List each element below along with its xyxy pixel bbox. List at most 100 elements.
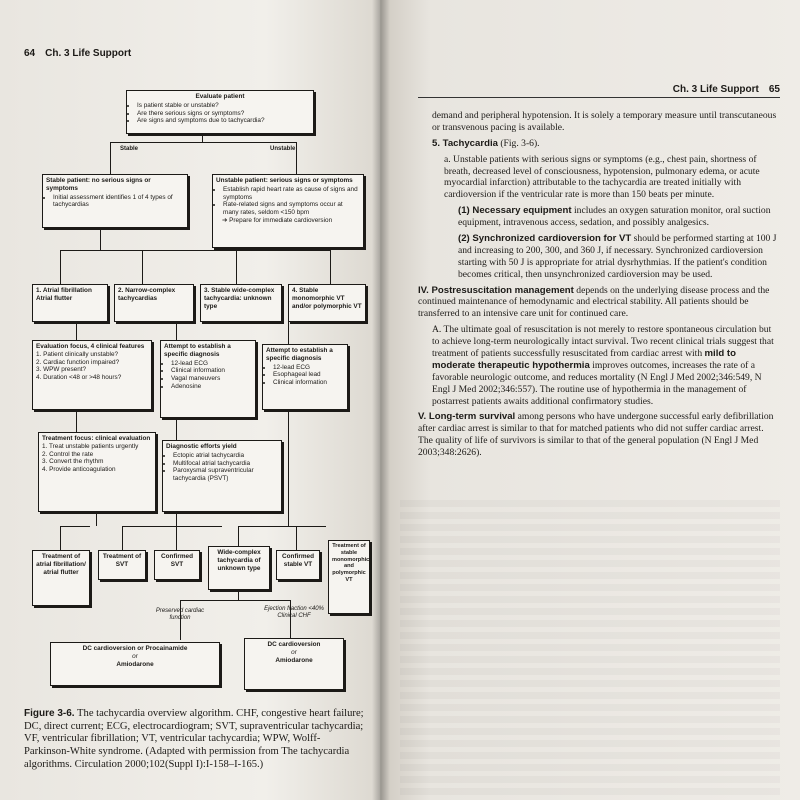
connector (238, 588, 240, 600)
evaluate-patient-box: Evaluate patient Is patient stable or un… (126, 90, 314, 134)
evaluate-list: Is patient stable or unstable? Are there… (130, 102, 310, 125)
treatment-stable-vt-box: Treatment of stable monomorphic and poly… (328, 540, 370, 614)
figure-caption-text: The tachycardia overview algorithm. CHF,… (24, 708, 364, 770)
unstable-item: Establish rapid heart rate as cause of s… (223, 186, 360, 202)
treat-focus-item: 2. Control the rate (42, 450, 94, 458)
final-left-line2: Amiodarone (116, 660, 154, 668)
stable-patient-box: Stable patient: no serious signs or symp… (42, 174, 188, 228)
evaluation-focus-box: Evaluation focus, 4 clinical features 1.… (32, 340, 152, 410)
connector (176, 322, 178, 340)
connector (76, 408, 78, 432)
para-iv: IV. Postresuscitation management depends… (418, 284, 770, 320)
type-stable-vt-box: 4. Stable monomorphic VT and/or polymorp… (288, 284, 366, 322)
stable-label: Stable (120, 146, 139, 152)
stable-list: Initial assessment identifies 1 of 4 typ… (46, 194, 184, 210)
para-v: V. Long-term survival among persons who … (418, 411, 774, 459)
connector (288, 408, 290, 526)
final-option-left-box: DC cardioversion or Procainamide or Amio… (50, 642, 220, 686)
connector (238, 526, 326, 528)
left-running-head: 64 Ch. 3 Life Support (24, 48, 368, 59)
final-left-line1: DC cardioversion or Procainamide (82, 645, 188, 652)
figure-label: Figure 3-6. (24, 708, 75, 719)
evaluate-item: Are signs and symptoms due to tachycardi… (137, 117, 310, 125)
attempt2-item: Esophageal lead (273, 371, 344, 379)
final-right-line1: DC cardioversion (267, 641, 321, 648)
connector (110, 142, 112, 174)
para-iv-a: A. The ultimate goal of resuscitation is… (432, 324, 774, 407)
book-gutter (372, 0, 390, 800)
diagnostic-yield-box: Diagnostic efforts yield Ectopic atrial … (162, 440, 282, 512)
unstable-arrow-item: ➔ Prepare for immediate cardioversion (222, 217, 333, 225)
connector (60, 526, 90, 528)
figure-caption: Figure 3-6. The tachycardia overview alg… (24, 708, 364, 772)
unstable-label: Unstable (270, 146, 296, 152)
preserved-function-label: Preserved cardiac function (155, 608, 205, 622)
connector (76, 322, 78, 340)
confirmed-stable-vt-box: Confirmed stable VT (276, 550, 320, 580)
left-page-number: 64 (24, 48, 36, 59)
treatment-svt-box: Treatment of SVT (98, 550, 146, 580)
para-item1: (1) Necessary equipment includes an oxyg… (458, 205, 771, 229)
attempt1-title: Attempt to establish a specific diagnosi… (164, 343, 231, 358)
right-chapter-title: Ch. 3 Life Support (672, 84, 759, 95)
evaluate-item: Is patient stable or unstable? (137, 102, 310, 110)
connector (296, 142, 298, 174)
attempt2-title: Attempt to establish a specific diagnosi… (266, 347, 333, 362)
connector (122, 526, 222, 528)
connector (288, 320, 290, 344)
right-page: Ch. 3 Life Support 65 demand and periphe… (380, 0, 800, 800)
attempt-diagnosis-box-2: Attempt to establish a specific diagnosi… (262, 344, 348, 410)
final-right-or: or (291, 648, 297, 656)
connector (330, 250, 332, 284)
unstable-title: Unstable patient: serious signs or sympt… (216, 177, 353, 184)
final-option-right-box: DC cardioversion or Amiodarone (244, 638, 344, 690)
evaluate-title: Evaluate patient (195, 93, 245, 100)
arrow-right-icon: ➔ (222, 217, 228, 225)
attempt1-item: 12-lead ECG (171, 360, 252, 368)
connector (176, 510, 178, 550)
stable-item: Initial assessment identifies 1 of 4 typ… (53, 194, 184, 210)
connector (60, 250, 62, 284)
connector (180, 600, 182, 640)
para-item2: (2) Synchronized cardioversion for VT sh… (458, 233, 777, 280)
para-continued: demand and peripheral hypotension. It is… (432, 110, 777, 133)
final-left-or: or (132, 652, 138, 660)
connector (236, 250, 238, 284)
connector (110, 142, 296, 144)
attempt-diagnosis-box-1: Attempt to establish a specific diagnosi… (160, 340, 256, 418)
connector (180, 600, 290, 602)
unstable-list: Establish rapid heart rate as cause of s… (216, 186, 360, 217)
tachycardia-flowchart: Evaluate patient Is patient stable or un… (30, 90, 370, 702)
para-item5a: a. Unstable patients with serious signs … (444, 153, 760, 201)
connector (100, 226, 102, 250)
attempt1-list: 12-lead ECG Clinical information Vagal m… (164, 360, 252, 391)
treatment-focus-box: Treatment focus: clinical evaluation 1. … (38, 432, 156, 512)
right-body-text: demand and peripheral hypotension. It is… (418, 110, 780, 459)
diag-yield-item: Multifocal atrial tachycardia (173, 460, 278, 468)
wide-complex-unknown-box: Wide-complex tachycardia of unknown type (208, 546, 270, 590)
connector (96, 510, 98, 526)
attempt1-item: Clinical information (171, 367, 252, 375)
attempt2-item: 12-lead ECG (273, 364, 344, 372)
treat-focus-item: 4. Provide anticoagulation (42, 466, 116, 474)
para-item5: 5. Tachycardia (Fig. 3-6). (432, 137, 540, 149)
diag-yield-item: Ectopic atrial tachycardia (173, 452, 278, 460)
connector (122, 526, 124, 550)
diag-yield-list: Ectopic atrial tachycardia Multifocal at… (166, 452, 278, 483)
attempt1-item: Vagal maneuvers (171, 375, 252, 383)
ejection-fraction-label: Ejection fraction <40% Clinical CHF (264, 606, 324, 620)
type-wide-complex-box: 3. Stable wide-complex tachycardia: unkn… (200, 284, 282, 322)
attempt1-item: Adenosine (171, 383, 252, 391)
eval-focus-item: 4. Duration <48 or >48 hours? (36, 374, 122, 382)
evaluate-item: Are there serious signs or symptoms? (137, 110, 310, 118)
unstable-item: Rate-related signs and symptoms occur at… (223, 201, 360, 217)
eval-focus-item: 1. Patient clinically unstable? (36, 350, 119, 358)
connector (142, 250, 144, 284)
eval-focus-item: 3. WPW present? (36, 366, 87, 374)
eval-focus-title: Evaluation focus, 4 clinical features (36, 343, 145, 350)
bleed-through-texture (400, 500, 780, 800)
treat-focus-title: Treatment focus: clinical evaluation (42, 435, 151, 442)
diag-yield-item: Paroxysmal supraventricular tachycardia … (173, 467, 278, 483)
unstable-patient-box: Unstable patient: serious signs or sympt… (212, 174, 364, 248)
left-chapter-title: Ch. 3 Life Support (45, 48, 132, 59)
